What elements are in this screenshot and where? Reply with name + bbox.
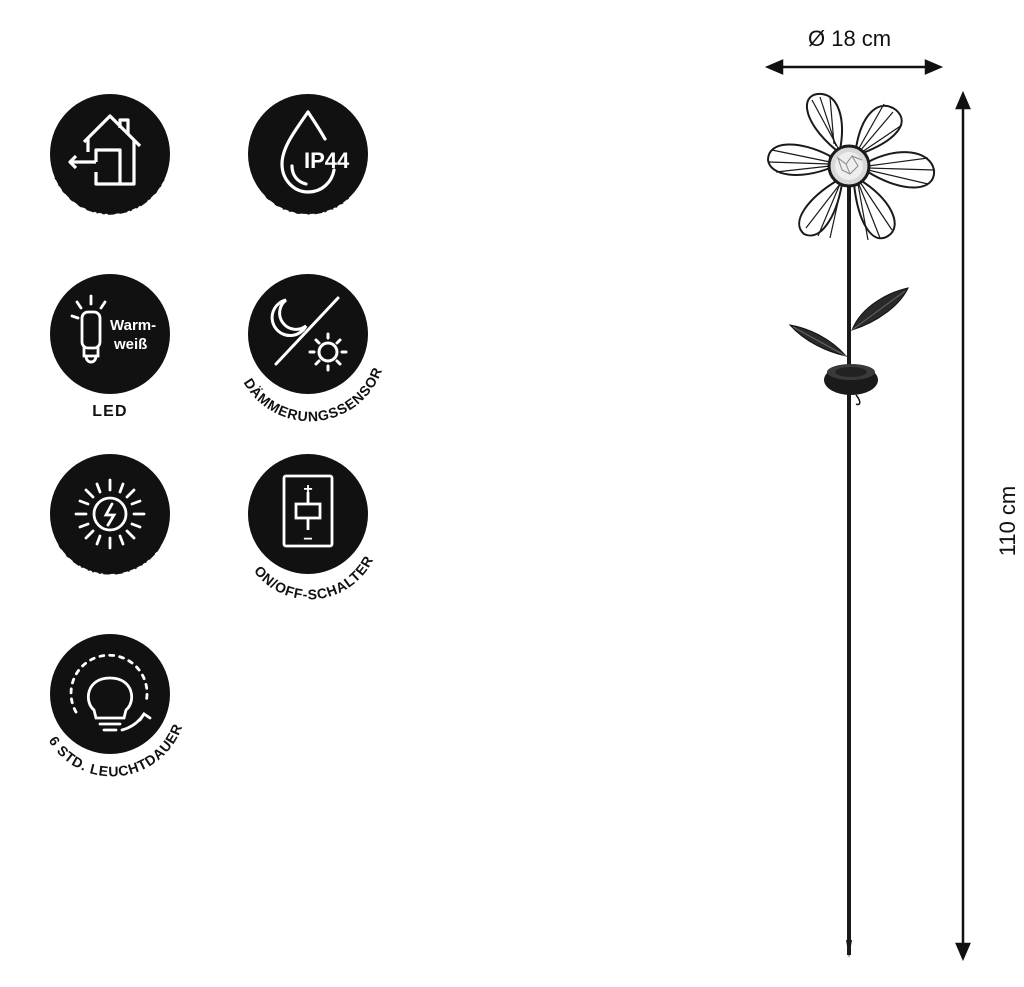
height-dimension-label: 110 cm (995, 485, 1020, 557)
water-drop-icon: IP44 SCHUTZART (248, 94, 368, 219)
glass-ball (827, 144, 871, 188)
switch-minus-text: − (303, 531, 312, 548)
width-dimension-arrow (764, 59, 944, 75)
switch-icon: + − ON/OFF-SCHALTER (248, 454, 376, 602)
led-warm-text-1: Warm- (110, 317, 156, 334)
height-dimension-arrow (955, 90, 971, 962)
feature-daemmerungssensor: DÄMMERUNGSSENSOR (228, 272, 408, 452)
feature-onoff: + − ON/OFF-SCHALTER (228, 452, 398, 622)
flower-petals (766, 92, 936, 241)
feature-schutzart: IP44 SCHUTZART (228, 92, 388, 252)
feature-solarbetrieb: SOLARBETRIEB (30, 452, 190, 612)
house-exit-icon: AUSSENBEREICH (50, 94, 170, 219)
width-dimension-label: Ø 18 cm (808, 26, 892, 51)
ip-rating-text: IP44 (304, 148, 350, 173)
light-bulb-icon: Warm- weiß LED (50, 274, 170, 420)
led-warm-text-2: weiß (113, 336, 147, 353)
moon-sun-icon: DÄMMERUNGSSENSOR (241, 274, 384, 424)
feature-led: Warm- weiß LED (30, 272, 190, 432)
feature-aussenbereich: AUSSENBEREICH (30, 92, 190, 252)
flower-leaves (788, 287, 909, 357)
solar-sun-icon: SOLARBETRIEB (50, 454, 170, 579)
flower-stem (846, 180, 852, 958)
solar-unit (824, 364, 878, 406)
switch-plus-text: + (303, 481, 312, 498)
feature-leuchtdauer: 6 STD. LEUCHTDAUER (20, 632, 200, 812)
feature-label-led: LED (92, 403, 128, 420)
bulb-cycle-icon: 6 STD. LEUCHTDAUER (46, 634, 185, 780)
